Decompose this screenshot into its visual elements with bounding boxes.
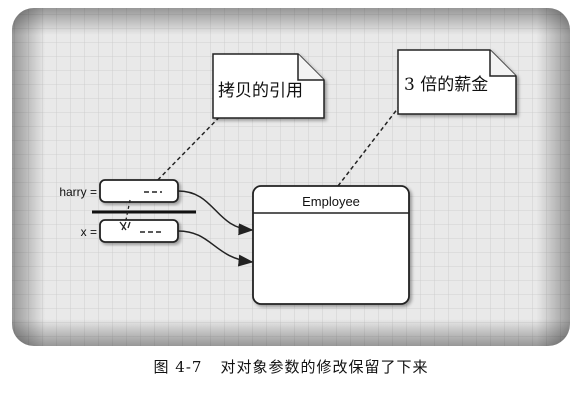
figure-number: 图 4-7: [153, 358, 203, 376]
variable-harry-label: harry =: [59, 185, 97, 199]
variable-x-label: x =: [81, 225, 97, 239]
note-triple-text: 3 倍的薪金: [404, 75, 488, 95]
note-copy-text: 拷贝的引用: [218, 81, 303, 101]
employee-object-title: Employee: [302, 194, 360, 209]
note-copy-leader: [147, 95, 241, 191]
copy-marker: [119, 221, 131, 231]
harry-to-employee-arrow: [177, 190, 254, 236]
note-copy-reference: [212, 53, 325, 119]
x-to-employee-arrow: [177, 230, 254, 267]
figure-caption: 图 4-7 对对象参数的修改保留了下来: [0, 356, 582, 377]
figure-caption-text: 对对象参数的修改保留了下来: [220, 358, 429, 376]
variable-harry-box: [99, 179, 179, 203]
variable-x-box: [99, 219, 179, 243]
note-triple-salary: [397, 49, 517, 115]
employee-object: [252, 185, 410, 305]
